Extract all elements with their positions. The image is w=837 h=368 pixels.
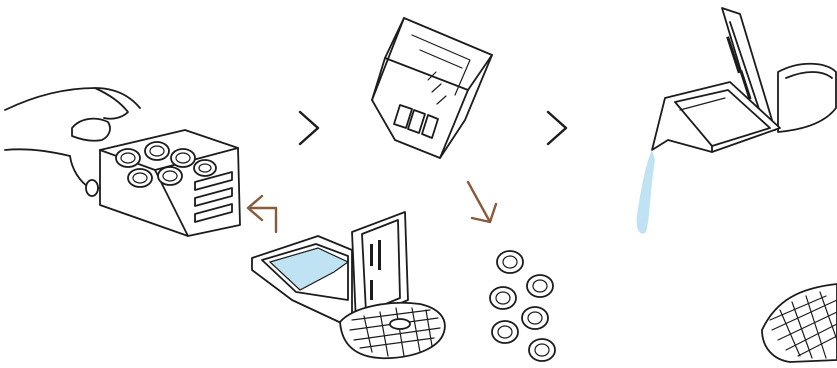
drip-tray-with-water (252, 212, 445, 358)
hand-with-capsule-drawer (5, 88, 240, 236)
loose-used-capsules (490, 251, 555, 361)
drip-tray-pouring-water (637, 8, 836, 234)
water-stream (637, 150, 655, 234)
arrow-left-icon (248, 196, 276, 232)
drip-grid-fragment (762, 284, 837, 362)
arrow-down-left-icon (468, 182, 496, 222)
chevron-right-icon (300, 112, 318, 144)
inverted-capsule-container (372, 18, 492, 158)
chevron-right-icon (548, 112, 566, 144)
